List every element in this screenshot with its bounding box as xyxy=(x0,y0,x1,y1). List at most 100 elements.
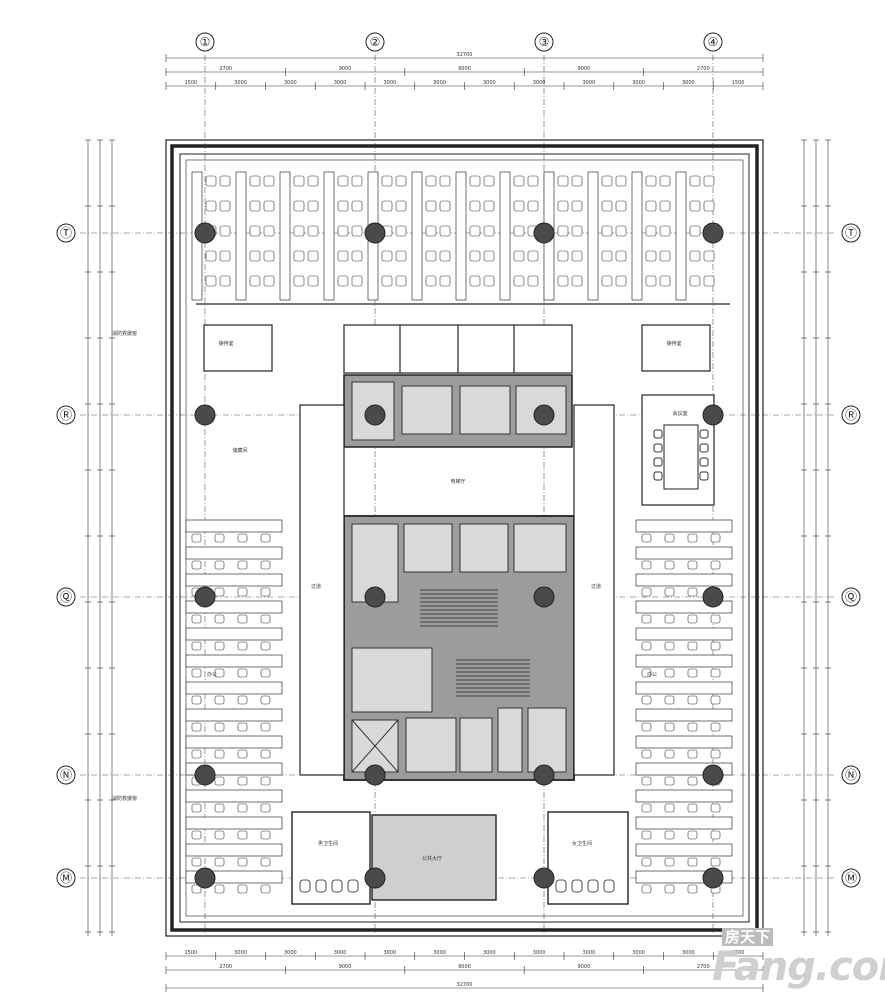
right-chair-4-3 xyxy=(710,641,721,651)
column-2-5 xyxy=(364,867,386,889)
column-1-5 xyxy=(194,867,216,889)
meeting-table xyxy=(653,424,709,490)
top-chair-a-8-2 xyxy=(557,225,569,237)
toilet-4 xyxy=(555,879,567,893)
meeting-chair-l-2 xyxy=(653,457,663,467)
dim-bottom-mid-label-4: 2700 xyxy=(697,964,710,970)
right-desk-12 xyxy=(635,843,733,857)
top-chair-b-8-2 xyxy=(571,225,583,237)
top-chair-b-7-4 xyxy=(527,275,539,287)
axis-bubble-row-right-5 xyxy=(841,868,861,888)
top-desk-bar-9 xyxy=(587,171,599,301)
top-chair-b-5-4 xyxy=(439,275,451,287)
top-chair-a-4-1 xyxy=(381,200,393,212)
dim-top-sub-label-6: 3000 xyxy=(483,80,496,86)
top-chair-b-5-0 xyxy=(439,175,451,187)
left-chair-0-3 xyxy=(260,533,271,543)
label-corridor-right: 过道 xyxy=(591,583,601,590)
restroom-fixtures xyxy=(299,879,615,893)
label-reception-left: 接待室 xyxy=(218,340,233,347)
dim-bottom-mid-label-0: 2700 xyxy=(219,964,232,970)
right-chair-5-0 xyxy=(641,668,652,678)
left-chair-2-3 xyxy=(260,587,271,597)
left-chair-13-1 xyxy=(214,884,225,894)
top-chair-b-6-4 xyxy=(483,275,495,287)
axis-label-row-right-2: Ⓡ xyxy=(845,408,857,422)
right-chair-6-3 xyxy=(710,695,721,705)
top-chair-a-11-4 xyxy=(689,275,701,287)
top-chair-a-1-2 xyxy=(249,225,261,237)
top-chair-a-7-3 xyxy=(513,250,525,262)
right-chair-8-2 xyxy=(687,749,698,759)
right-desk-10 xyxy=(635,789,733,803)
label-public-lobby: 公共大厅 xyxy=(422,855,442,862)
top-chair-a-7-1 xyxy=(513,200,525,212)
toilet-7 xyxy=(603,879,615,893)
top-chair-b-0-1 xyxy=(219,200,231,212)
top-chair-b-1-1 xyxy=(263,200,275,212)
top-chair-b-9-1 xyxy=(615,200,627,212)
axis-bubble-row-right-4 xyxy=(841,765,861,785)
meeting-chair-l-0 xyxy=(653,429,663,439)
left-chair-8-1 xyxy=(214,749,225,759)
top-chair-a-8-1 xyxy=(557,200,569,212)
toilet-5 xyxy=(571,879,583,893)
top-chair-b-11-4 xyxy=(703,275,715,287)
top-chair-a-6-4 xyxy=(469,275,481,287)
top-chair-a-5-0 xyxy=(425,175,437,187)
column-3-5 xyxy=(533,867,555,889)
top-chair-b-9-3 xyxy=(615,250,627,262)
right-chair-11-0 xyxy=(641,830,652,840)
top-chair-a-6-3 xyxy=(469,250,481,262)
left-chair-10-1 xyxy=(214,803,225,813)
top-desk-bar-10 xyxy=(631,171,643,301)
axis-label-col-2: ② xyxy=(370,35,381,49)
top-chair-a-2-3 xyxy=(293,250,305,262)
dim-top-mid-label-3: 9000 xyxy=(578,66,591,72)
left-chair-4-2 xyxy=(237,641,248,651)
left-chair-12-3 xyxy=(260,857,271,867)
left-desk-11 xyxy=(185,816,283,830)
right-chair-12-2 xyxy=(687,857,698,867)
axis-bubble-row-left-1 xyxy=(56,223,76,243)
right-desk-8 xyxy=(635,735,733,749)
left-chair-3-2 xyxy=(237,614,248,624)
column-1-3 xyxy=(194,586,216,608)
top-chair-b-10-3 xyxy=(659,250,671,262)
label-reception-right: 接待室 xyxy=(666,340,681,347)
top-chair-a-10-0 xyxy=(645,175,657,187)
left-desk-8 xyxy=(185,735,283,749)
left-chair-1-0 xyxy=(191,560,202,570)
left-chair-6-0 xyxy=(191,695,202,705)
label-office-left: 办公 xyxy=(207,671,217,678)
right-desk-7 xyxy=(635,708,733,722)
left-chair-2-2 xyxy=(237,587,248,597)
column-1-2 xyxy=(194,404,216,426)
top-chair-a-0-4 xyxy=(205,275,217,287)
label-elevator-lobby: 电梯厅 xyxy=(450,478,465,485)
top-chair-b-6-0 xyxy=(483,175,495,187)
dim-bottom-sub-label-5: 3000 xyxy=(433,950,446,956)
dim-bottom-mid-label-3: 9000 xyxy=(578,964,591,970)
right-chair-9-0 xyxy=(641,776,652,786)
top-chair-a-9-3 xyxy=(601,250,613,262)
dim-top-sub-label-7: 3000 xyxy=(533,80,546,86)
left-chair-12-0 xyxy=(191,857,202,867)
dim-top-sub-label-0: 1500 xyxy=(185,80,198,86)
top-chair-b-6-1 xyxy=(483,200,495,212)
right-chair-12-0 xyxy=(641,857,652,867)
top-chair-b-3-3 xyxy=(351,250,363,262)
left-chair-7-3 xyxy=(260,722,271,732)
top-chair-b-11-0 xyxy=(703,175,715,187)
left-desk-2 xyxy=(185,573,283,587)
right-chair-1-0 xyxy=(641,560,652,570)
left-chair-1-1 xyxy=(214,560,225,570)
axis-bubble-col-4 xyxy=(703,32,723,52)
top-chair-b-7-3 xyxy=(527,250,539,262)
core-stairs xyxy=(420,589,530,697)
right-chair-1-2 xyxy=(687,560,698,570)
left-chair-12-1 xyxy=(214,857,225,867)
right-desk-5 xyxy=(635,654,733,668)
top-chair-b-3-0 xyxy=(351,175,363,187)
